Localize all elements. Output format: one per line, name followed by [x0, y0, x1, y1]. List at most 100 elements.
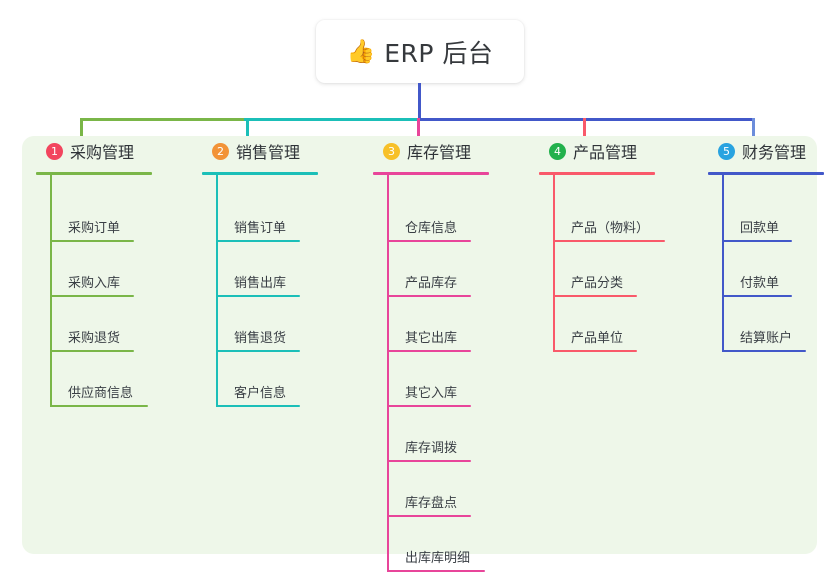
branch-item-rule — [387, 460, 471, 462]
branch-spine — [553, 175, 555, 352]
branch-header-rule — [708, 172, 824, 175]
branch-number-badge: 5 — [718, 142, 735, 160]
branch-header-inventory[interactable]: 3 库存管理 — [373, 136, 525, 166]
branch-item[interactable]: 库存调拨 — [373, 407, 525, 462]
branch-item[interactable]: 回款单 — [708, 187, 839, 242]
branch-item-rule — [553, 350, 637, 352]
branch-item-rule — [50, 240, 134, 242]
branch-item-list: 产品（物料） 产品分类产品单位 — [539, 175, 699, 352]
branch-item-label: 结算账户 — [740, 331, 793, 346]
branch-item-label: 产品单位 — [571, 331, 624, 346]
branch-item-rule — [722, 240, 792, 242]
branch-item[interactable]: 采购退货 — [36, 297, 188, 352]
bus-segment-3 — [418, 118, 754, 121]
branch-item[interactable]: 仓库信息 — [373, 187, 525, 242]
branch-item-rule — [50, 350, 134, 352]
branch-item[interactable]: 付款单 — [708, 242, 839, 297]
drop-stub-4 — [583, 118, 586, 144]
branch-item[interactable]: 销售订单 — [202, 187, 354, 242]
branch-number-badge: 1 — [46, 142, 63, 160]
drop-stub-1 — [80, 118, 83, 144]
branch-number-badge: 3 — [383, 142, 400, 160]
branch-item-rule — [722, 295, 792, 297]
branch-item[interactable]: 销售退货 — [202, 297, 354, 352]
column-product: 4 产品管理产品（物料） 产品分类产品单位 — [539, 136, 699, 352]
column-procurement: 1 采购管理采购订单采购入库采购退货供应商信息 — [36, 136, 188, 407]
branch-item-label: 出库库明细 — [405, 551, 471, 566]
branch-item[interactable]: 产品分类 — [539, 242, 699, 297]
branch-item-rule — [50, 405, 148, 407]
branch-item[interactable]: 产品单位 — [539, 297, 699, 352]
branch-spine — [387, 175, 389, 572]
branch-item-rule — [387, 515, 471, 517]
branch-item-label: 供应商信息 — [68, 386, 134, 401]
branch-number-badge: 2 — [212, 142, 229, 160]
branch-item[interactable]: 销售出库 — [202, 242, 354, 297]
branch-item-rule — [387, 240, 471, 242]
column-finance: 5 财务管理回款单付款单结算账户 — [708, 136, 839, 352]
branch-item[interactable]: 结算账户 — [708, 297, 839, 352]
branch-item[interactable]: 产品库存 — [373, 242, 525, 297]
branch-item-rule — [553, 295, 637, 297]
branch-item[interactable]: 采购订单 — [36, 187, 188, 242]
branch-item[interactable]: 产品（物料） — [539, 187, 699, 242]
branch-item-rule — [387, 405, 471, 407]
branch-item-rule — [387, 295, 471, 297]
branch-header-rule — [36, 172, 152, 175]
branch-header-rule — [539, 172, 655, 175]
bus-segment-1 — [80, 118, 246, 121]
branch-item-rule — [50, 295, 134, 297]
branch-header-rule — [202, 172, 318, 175]
branch-title: 财务管理 — [742, 143, 807, 162]
branch-header-product[interactable]: 4 产品管理 — [539, 136, 699, 166]
branch-item-list: 回款单付款单结算账户 — [708, 175, 839, 352]
branch-title: 库存管理 — [407, 143, 472, 162]
trunk-connector — [418, 83, 421, 120]
branch-number-badge: 4 — [549, 142, 566, 160]
branch-item[interactable]: 其它入库 — [373, 352, 525, 407]
branch-item[interactable]: 客户信息 — [202, 352, 354, 407]
branch-item[interactable]: 其它出库 — [373, 297, 525, 352]
branch-item-label: 其它出库 — [405, 331, 458, 346]
branch-item-label: 采购订单 — [68, 221, 121, 236]
branch-item-label: 回款单 — [740, 221, 780, 236]
branch-item-rule — [216, 405, 300, 407]
branch-item[interactable]: 出库库明细 — [373, 517, 525, 572]
branch-header-sales[interactable]: 2 销售管理 — [202, 136, 354, 166]
branch-item-list: 仓库信息产品库存其它出库其它入库库存调拨库存盘点出库库明细 — [373, 175, 525, 572]
branch-item[interactable]: 供应商信息 — [36, 352, 188, 407]
branch-item-label: 销售订单 — [234, 221, 287, 236]
branch-item-label: 付款单 — [740, 276, 780, 291]
branch-item-label: 库存盘点 — [405, 496, 458, 511]
branch-spine — [216, 175, 218, 407]
mindmap-panel: 1 采购管理采购订单采购入库采购退货供应商信息 2 销售管理销售订单销售出库销售退货… — [22, 136, 824, 572]
branch-title: 采购管理 — [70, 143, 135, 162]
thumbs-up-icon: 👍 — [346, 38, 376, 64]
branch-item-rule — [387, 350, 471, 352]
branch-item-rule — [216, 350, 300, 352]
bus-segment-2 — [244, 118, 420, 121]
root-node-title: ERP 后台 — [384, 38, 494, 68]
branch-item-label: 产品（物料） — [571, 221, 650, 236]
branch-item-label: 销售退货 — [234, 331, 287, 346]
branch-item-label: 仓库信息 — [405, 221, 458, 236]
branch-item-list: 采购订单采购入库采购退货供应商信息 — [36, 175, 188, 407]
branch-title: 产品管理 — [573, 143, 638, 162]
branch-item-label: 产品分类 — [571, 276, 624, 291]
column-sales: 2 销售管理销售订单销售出库销售退货客户信息 — [202, 136, 354, 407]
drop-stub-2 — [246, 118, 249, 144]
branch-item[interactable]: 采购入库 — [36, 242, 188, 297]
column-inventory: 3 库存管理仓库信息产品库存其它出库其它入库库存调拨库存盘点出库库明细 — [373, 136, 525, 572]
branch-item-rule — [722, 350, 806, 352]
branch-item-label: 库存调拨 — [405, 441, 458, 456]
branch-item-list: 销售订单销售出库销售退货客户信息 — [202, 175, 354, 407]
branch-item-rule — [387, 570, 485, 572]
root-node[interactable]: 👍 ERP 后台 — [316, 20, 524, 83]
branch-item[interactable]: 库存盘点 — [373, 462, 525, 517]
branch-item-label: 客户信息 — [234, 386, 287, 401]
branch-item-rule — [216, 240, 300, 242]
branch-header-procurement[interactable]: 1 采购管理 — [36, 136, 188, 166]
branch-header-finance[interactable]: 5 财务管理 — [708, 136, 839, 166]
branch-title: 销售管理 — [236, 143, 301, 162]
